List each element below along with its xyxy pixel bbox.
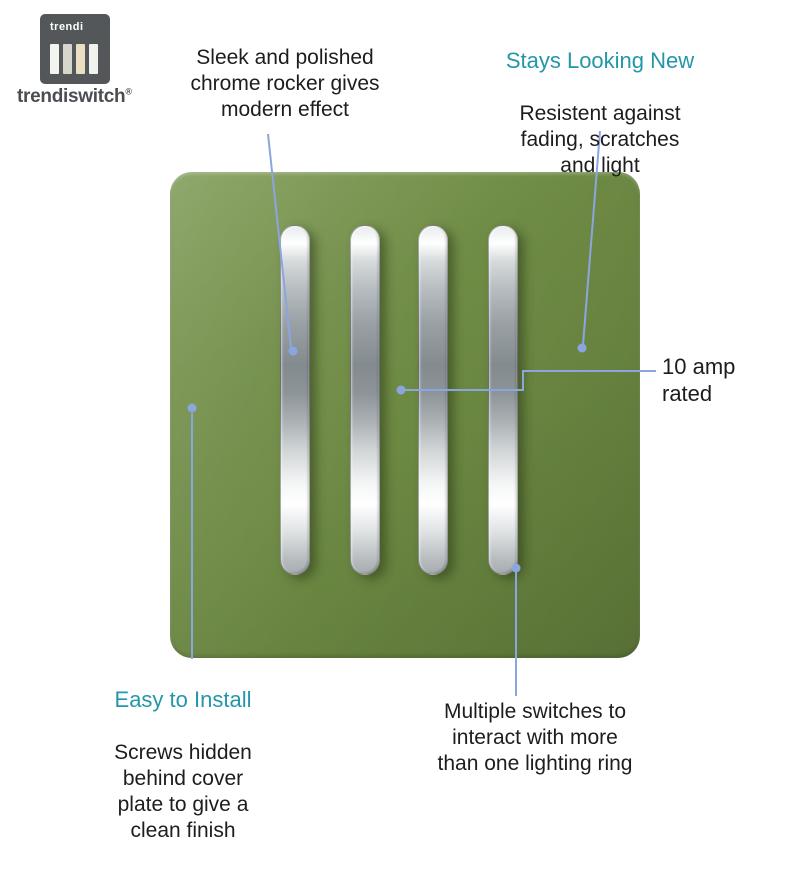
callout-easy-install-heading: Easy to Install: [114, 687, 252, 713]
callout-stays-new-heading: Stays Looking New: [505, 48, 695, 74]
logo-slat: [63, 44, 72, 74]
logo-slat: [50, 44, 59, 74]
callout-stays-new: Stays Looking New Resistent against fadi…: [485, 22, 715, 205]
callout-chrome-rocker: Sleek and polished chrome rocker gives m…: [190, 46, 380, 122]
rocker-switch-3: [418, 225, 448, 575]
registered-trademark-icon: ®: [125, 86, 132, 97]
callout-multiple-switches: Multiple switches to interact with more …: [437, 700, 633, 776]
trendiswitch-logo: trendi: [40, 14, 110, 84]
logo-slat: [76, 44, 85, 74]
brand-wordmark: trendiswitch®: [17, 86, 132, 108]
callout-stays-new-text: Resistent against fading, scratches and …: [519, 102, 681, 178]
logo-square-text: trendi: [50, 21, 84, 33]
callout-easy-install-text: Screws hidden behind cover plate to give…: [114, 741, 252, 843]
logo-switch-slats-icon: [50, 44, 98, 74]
callout-amp-rating: 10 amp rated: [662, 354, 736, 407]
rocker-switch-4: [488, 225, 518, 575]
callout-easy-install: Easy to Install Screws hidden behind cov…: [77, 661, 289, 871]
logo-slat: [89, 44, 98, 74]
rocker-switch-1: [280, 225, 310, 575]
rocker-switch-2: [350, 225, 380, 575]
brand-wordmark-text: trendiswitch: [17, 86, 126, 107]
switch-plate: [170, 172, 640, 658]
